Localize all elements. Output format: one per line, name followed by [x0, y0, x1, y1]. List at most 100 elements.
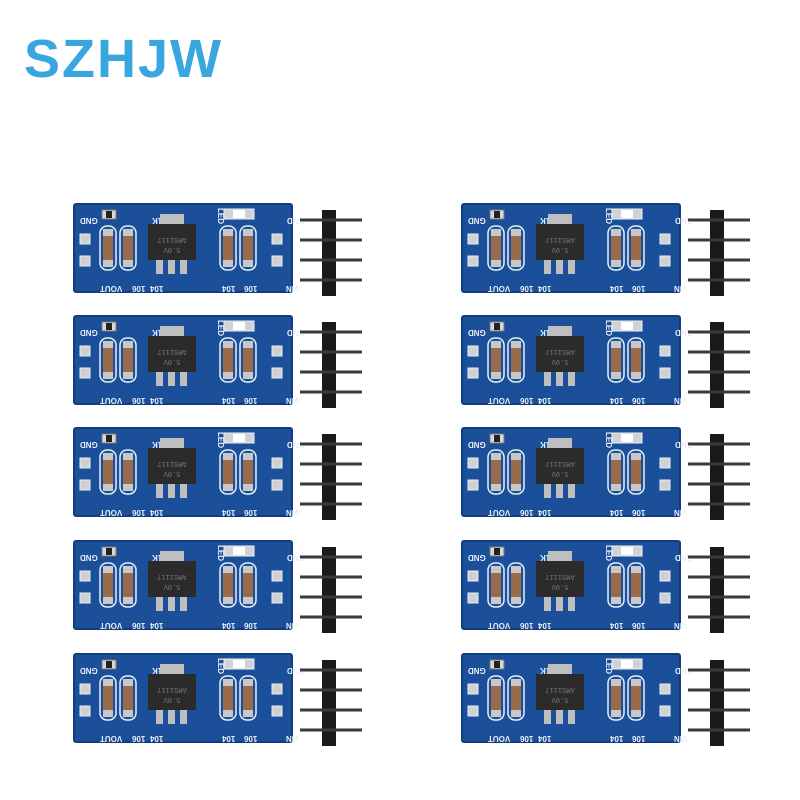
capacitor-outline [239, 225, 257, 271]
silk-cap-left-a: 106 [519, 621, 533, 630]
capacitor-outline [607, 337, 625, 383]
silk-cap-right-b: 104 [221, 621, 235, 630]
capacitor-outline [487, 562, 505, 608]
capacitor-terminal [223, 341, 233, 348]
silk-cap-left-b: 104 [537, 396, 551, 405]
capacitor-terminal [491, 229, 501, 236]
regulator-chip [148, 224, 196, 260]
capacitor-terminal [611, 229, 621, 236]
header-pin [688, 502, 750, 506]
resistor-body [106, 548, 112, 555]
capacitor-terminal [491, 710, 501, 717]
capacitor-terminal [103, 484, 113, 491]
silk-vout-label: VOUT [100, 396, 122, 405]
silk-resistor-label: 1K [152, 553, 162, 562]
capacitor-smd [243, 573, 253, 597]
silk-gnd-right: GND [287, 553, 305, 562]
edge-pad [467, 705, 479, 717]
silk-cap-right-b: 104 [609, 284, 623, 293]
silk-resistor-label: 1K [152, 440, 162, 449]
edge-pad [79, 255, 91, 267]
regulator-tab [160, 214, 184, 224]
chip-marking-line1: AMS1117 [157, 685, 186, 693]
pin-header-body [710, 660, 724, 746]
chip-marking-line2: 5.0V [163, 582, 181, 590]
header-pin [688, 238, 750, 242]
chip-marking-line1: AMS1117 [545, 459, 574, 467]
header-pin [300, 555, 362, 559]
silk-cap-left-b: 104 [149, 284, 163, 293]
edge-pad [79, 479, 91, 491]
silk-cap-left-a: 106 [131, 508, 145, 517]
silk-cap-left-b: 104 [537, 734, 551, 743]
chip-marking-line2: 5.0V [551, 357, 569, 365]
resistor-body [494, 661, 500, 668]
capacitor-smd [491, 348, 501, 372]
regulator-leg [180, 372, 187, 386]
edge-pad [659, 592, 671, 604]
header-pin [688, 555, 750, 559]
header-pin [300, 390, 362, 394]
capacitor-smd [123, 686, 133, 710]
capacitor-terminal [103, 453, 113, 460]
capacitor-outline [627, 449, 645, 495]
header-pin [300, 218, 362, 222]
silk-vin-label: VIN [286, 621, 300, 630]
capacitor-terminal [123, 679, 133, 686]
capacitor-smd [631, 348, 641, 372]
resistor-body [106, 211, 112, 218]
header-pin [688, 482, 750, 486]
capacitor-smd [611, 686, 621, 710]
capacitor-terminal [223, 453, 233, 460]
silk-vin-label: VIN [286, 734, 300, 743]
capacitor-terminal [631, 597, 641, 604]
header-pin [688, 330, 750, 334]
edge-pad [271, 683, 283, 695]
silk-resistor-label: 1K [152, 328, 162, 337]
silk-cap-left-a: 106 [131, 734, 145, 743]
capacitor-terminal [223, 597, 233, 604]
capacitor-outline [239, 675, 257, 721]
header-pin [300, 728, 362, 732]
capacitor-terminal [631, 372, 641, 379]
capacitor-smd [631, 460, 641, 484]
header-pin [688, 390, 750, 394]
silk-resistor-label: 1K [540, 216, 550, 225]
capacitor-terminal [611, 566, 621, 573]
capacitor-outline [507, 449, 525, 495]
silk-led-label: LED [604, 545, 613, 561]
capacitor-terminal [223, 260, 233, 267]
silk-led-label: LED [216, 545, 225, 561]
capacitor-terminal [511, 229, 521, 236]
capacitor-terminal [123, 710, 133, 717]
silk-resistor-label: 1K [540, 328, 550, 337]
capacitor-smd [511, 348, 521, 372]
header-pin [688, 258, 750, 262]
header-pin [300, 258, 362, 262]
chip-marking-line1: AMS1117 [545, 235, 574, 243]
regulator-chip [148, 336, 196, 372]
capacitor-terminal [611, 710, 621, 717]
capacitor-terminal [491, 341, 501, 348]
capacitor-terminal [123, 341, 133, 348]
pin-header-body [710, 547, 724, 633]
regulator-leg [156, 260, 163, 274]
silk-resistor-label: 1K [152, 216, 162, 225]
header-pin [688, 615, 750, 619]
capacitor-smd [123, 573, 133, 597]
silk-gnd-right: GND [675, 216, 693, 225]
edge-pad [271, 457, 283, 469]
silk-cap-left-a: 106 [519, 284, 533, 293]
regulator-chip [148, 674, 196, 710]
capacitor-smd [223, 348, 233, 372]
capacitor-outline [119, 337, 137, 383]
regulator-leg [556, 484, 563, 498]
resistor-body [106, 661, 112, 668]
chip-marking-line2: 5.0V [551, 582, 569, 590]
capacitor-terminal [491, 372, 501, 379]
